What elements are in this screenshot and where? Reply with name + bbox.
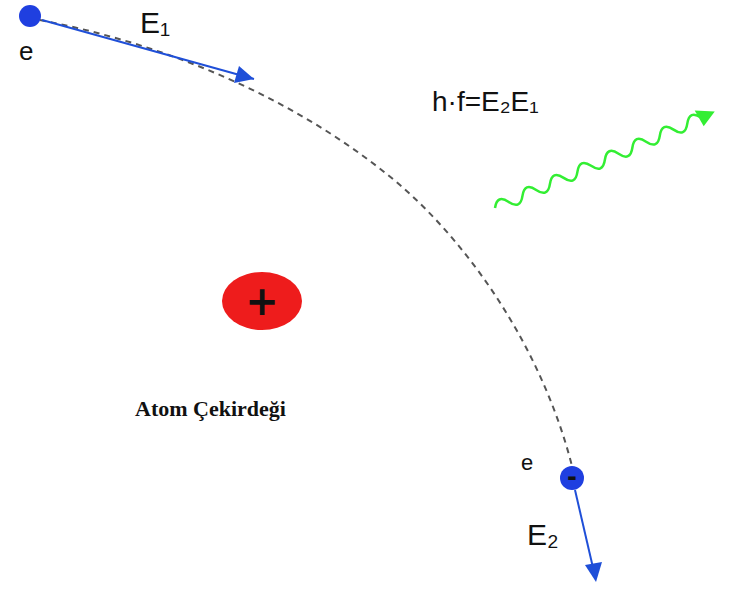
electron	[19, 5, 41, 27]
energy-label: E₁	[140, 8, 170, 38]
photon-wave	[493, 112, 704, 213]
photon-wave	[491, 103, 718, 216]
electron-label: e	[521, 452, 533, 474]
photon-energy-label: h·f=E₂E₁	[432, 88, 539, 116]
nucleus-label: Atom Çekirdeği	[135, 398, 286, 420]
velocity-arrow	[575, 490, 594, 572]
electron-label: e	[19, 38, 33, 64]
charge-sign: +	[245, 281, 279, 321]
energy-label: E₂	[527, 520, 559, 550]
arrow-head	[695, 103, 719, 127]
electron	[560, 466, 584, 490]
charge-sign: -	[567, 465, 577, 489]
trajectory	[40, 20, 572, 466]
arrow-head	[585, 562, 602, 582]
nucleus: +	[222, 272, 302, 330]
arrow-head	[234, 66, 254, 83]
